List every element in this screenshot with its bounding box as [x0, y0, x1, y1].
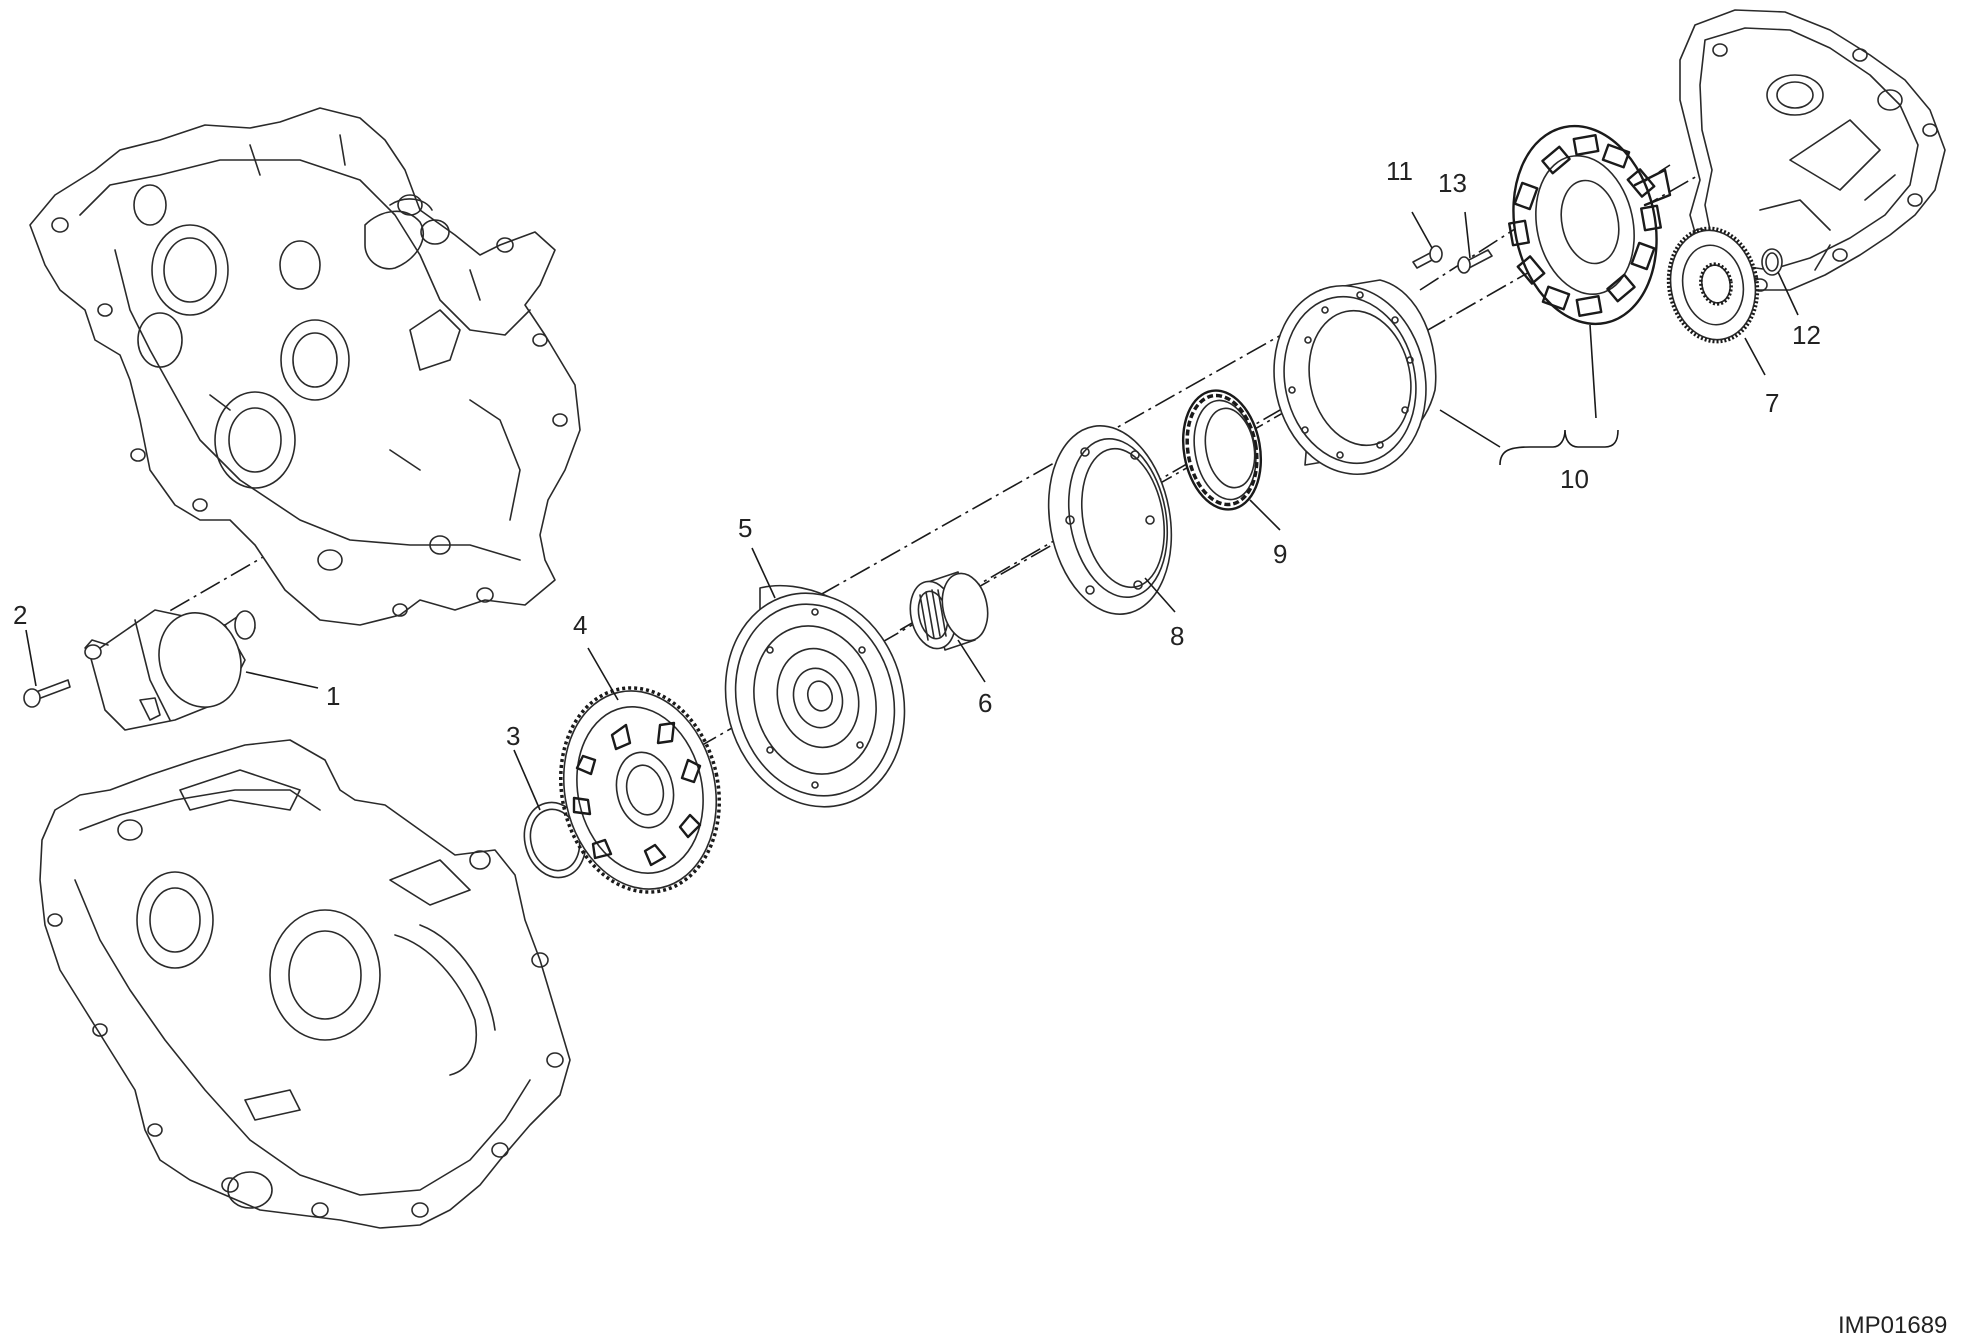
callout-1: 1 — [326, 681, 340, 711]
spacer-ring — [1047, 425, 1173, 615]
callout-9: 9 — [1273, 539, 1287, 569]
screw — [23, 679, 71, 708]
crankcase-upper-left — [29, 107, 581, 626]
callout-10: 10 — [1560, 464, 1589, 494]
callout-7: 7 — [1765, 388, 1779, 418]
screw-11 — [1412, 245, 1443, 269]
callout-2: 2 — [13, 600, 27, 630]
callout-labels: 1 2 3 4 5 6 7 8 9 10 11 12 13 — [13, 156, 1821, 751]
rotor — [1273, 279, 1437, 476]
roller-cage — [909, 571, 989, 651]
idler-gear — [1666, 226, 1760, 344]
callout-13: 13 — [1438, 168, 1467, 198]
starter-gear — [559, 686, 721, 894]
callout-3: 3 — [506, 721, 520, 751]
starter-motor — [84, 609, 256, 731]
callout-4: 4 — [573, 610, 587, 640]
callout-8: 8 — [1170, 621, 1184, 651]
flywheel — [724, 584, 906, 808]
callout-6: 6 — [978, 688, 992, 718]
callout-11: 11 — [1386, 156, 1413, 186]
circlip — [1761, 248, 1783, 276]
freewheel-clutch — [1181, 389, 1263, 511]
leader-lines — [25, 211, 1799, 811]
alternator-cover — [1679, 9, 1946, 292]
callout-5: 5 — [738, 513, 752, 543]
screw-13 — [1457, 249, 1493, 274]
crankcase-lower-left — [39, 739, 571, 1229]
callout-12: 12 — [1792, 320, 1821, 350]
stator — [1508, 124, 1672, 326]
drawing-code: IMP01689 — [1838, 1312, 1947, 1339]
